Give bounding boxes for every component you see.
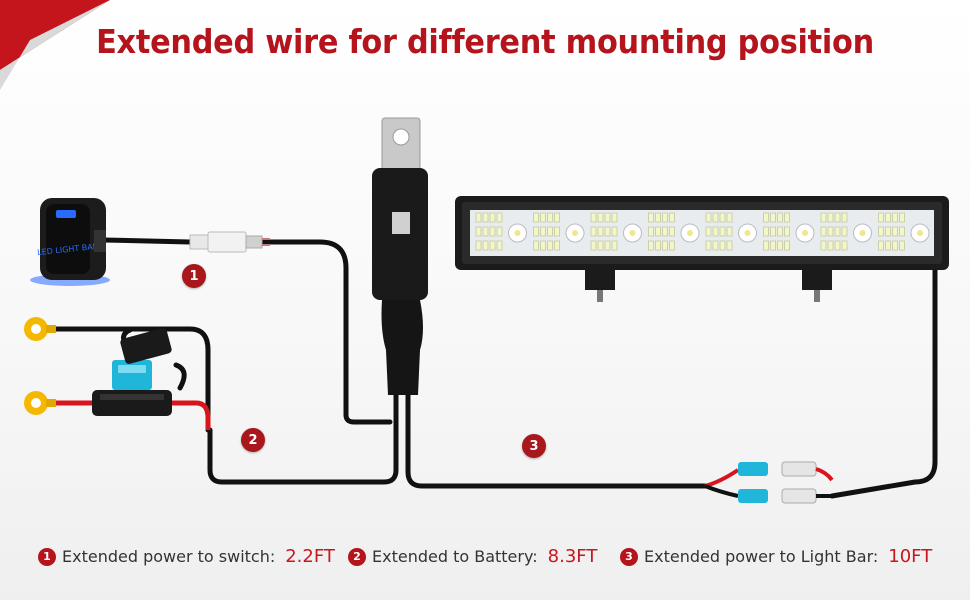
mount-bracket-left <box>585 270 615 290</box>
legend-item-switch: 1 Extended power to switch: 2.2FT <box>38 546 335 567</box>
legend-badge: 3 <box>620 547 638 566</box>
legend-label: Extended power to Light Bar: <box>644 547 879 566</box>
ring-terminal-negative <box>24 391 56 415</box>
positive-wire <box>45 326 211 433</box>
female-terminal-top <box>738 462 768 476</box>
light-bar <box>455 196 949 302</box>
legend: 1 Extended power to switch: 2.2FT 2 Exte… <box>0 546 970 576</box>
male-terminal-bottom <box>781 488 817 504</box>
led-array <box>475 212 930 251</box>
page-title: Extended wire for different mounting pos… <box>96 22 874 61</box>
legend-badge: 1 <box>38 547 56 566</box>
legend-value: 2.2FT <box>285 546 335 567</box>
fuse-holder <box>92 390 172 416</box>
relay <box>372 117 428 395</box>
marker-1: 1 <box>182 264 206 288</box>
switch-extension-wire <box>259 239 393 425</box>
male-terminal-top <box>781 461 817 477</box>
legend-label: Extended to Battery: <box>372 547 538 566</box>
legend-item-battery: 2 Extended to Battery: 8.3FT <box>348 546 597 567</box>
legend-item-lightbar: 3 Extended power to Light Bar: 10FT <box>620 546 932 567</box>
marker-2: 2 <box>241 428 265 452</box>
female-terminal-bottom <box>738 489 768 503</box>
corner-decoration <box>0 0 110 90</box>
legend-value: 10FT <box>888 546 933 567</box>
legend-label: Extended power to switch: <box>62 547 276 566</box>
ring-terminal-positive <box>24 317 56 341</box>
lightbar-return-wire <box>829 259 938 499</box>
lightbar-wire <box>405 392 708 489</box>
fuse-cap <box>120 328 172 364</box>
legend-value: 8.3FT <box>547 546 598 567</box>
legend-badge: 2 <box>348 547 366 566</box>
mount-bracket-right <box>802 270 832 290</box>
wire-harness <box>45 237 938 499</box>
spade-terminals <box>704 461 834 504</box>
wire-connector <box>189 231 270 253</box>
fuse-assembly <box>48 328 211 430</box>
marker-3: 3 <box>522 434 546 458</box>
fuse-icon <box>112 360 152 390</box>
rocker-switch: LED LIGHT BAR <box>30 198 110 286</box>
switch-wire <box>101 237 193 245</box>
battery-wire <box>207 392 399 485</box>
